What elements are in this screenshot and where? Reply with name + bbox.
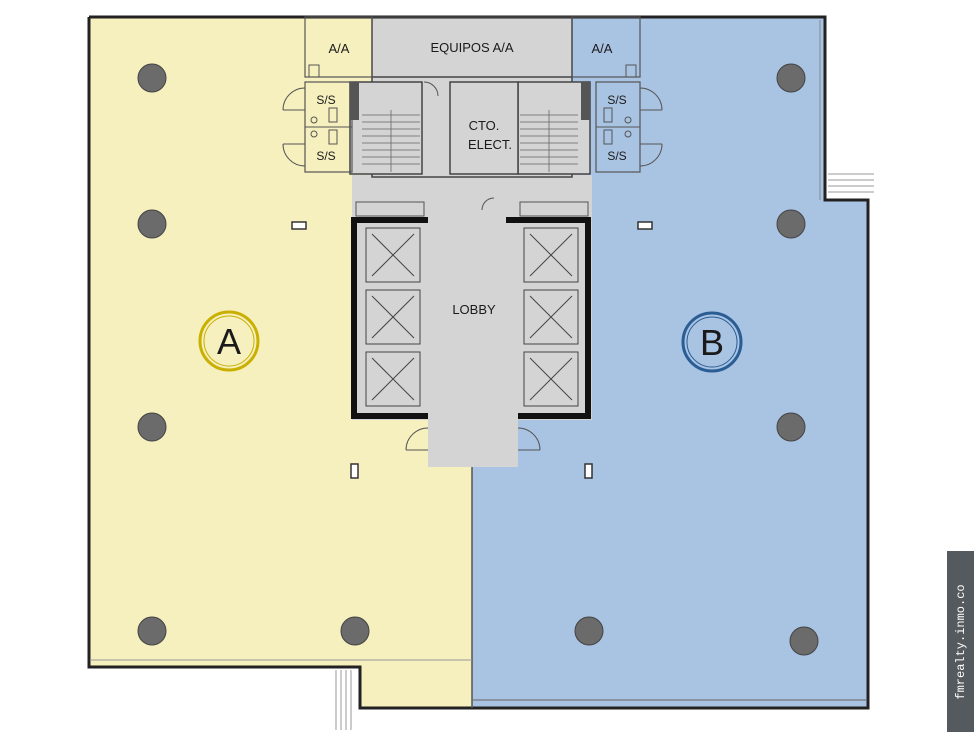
aa-left-label: A/A: [329, 41, 350, 56]
cto-label: CTO.: [469, 118, 500, 133]
column: [137, 616, 167, 646]
ss-right-bottom-label: S/S: [607, 149, 626, 163]
stair-right: [517, 81, 591, 175]
watermark-text: fmrealty.inmo.co: [953, 583, 968, 700]
stair-left: [349, 81, 423, 175]
aa-room-left: [304, 16, 373, 78]
exterior-wall: [87, 15, 870, 710]
ss-left-bottom-label: S/S: [316, 149, 335, 163]
aa-room-right: [571, 16, 641, 78]
shaft-right: [625, 64, 637, 78]
column: [574, 616, 604, 646]
fixtures-right: [603, 107, 632, 145]
column: [776, 209, 806, 239]
exterior-stubs: [335, 173, 874, 730]
column: [137, 63, 167, 93]
unit-a-label: A: [217, 321, 241, 362]
unit-b-label: B: [700, 322, 724, 363]
aa-room-right-bg: [572, 17, 640, 77]
unit-a-area[interactable]: [89, 17, 472, 708]
elevator-lobby-right: [519, 201, 589, 217]
stair-left-column: [350, 82, 359, 120]
watermark: fmrealty.inmo.co: [947, 551, 974, 732]
equipos-label: EQUIPOS A/A: [430, 40, 513, 55]
fixtures-left: [310, 107, 338, 145]
ss-left-top-label: S/S: [316, 93, 335, 107]
unit-a-marker[interactable]: A: [198, 310, 260, 372]
aa-room-left-bg: [305, 17, 372, 77]
stair-treads-right: [520, 110, 578, 172]
ss-right-top-label: S/S: [607, 93, 626, 107]
aa-right-label: A/A: [592, 41, 613, 56]
elevator-lobby-left: [355, 201, 425, 217]
stair-treads-left: [362, 110, 420, 172]
shaft-left: [308, 64, 320, 78]
stair-right-column: [581, 82, 590, 120]
column: [776, 63, 806, 93]
elect-label: ELECT.: [468, 137, 512, 152]
lobby-label: LOBBY: [452, 302, 496, 317]
column: [789, 626, 819, 656]
elevator-wall-left: [351, 217, 428, 419]
unit-b-area[interactable]: [472, 17, 868, 708]
column: [137, 412, 167, 442]
vents: [291, 221, 653, 479]
column: [776, 412, 806, 442]
column: [340, 616, 370, 646]
unit-b-marker[interactable]: B: [681, 311, 743, 373]
elevator-cars: [365, 227, 579, 407]
column: [137, 209, 167, 239]
cto-room: [449, 81, 519, 175]
elevator-wall-right: [506, 217, 591, 419]
door-swings: [282, 81, 663, 451]
structural-columns: [137, 63, 819, 656]
